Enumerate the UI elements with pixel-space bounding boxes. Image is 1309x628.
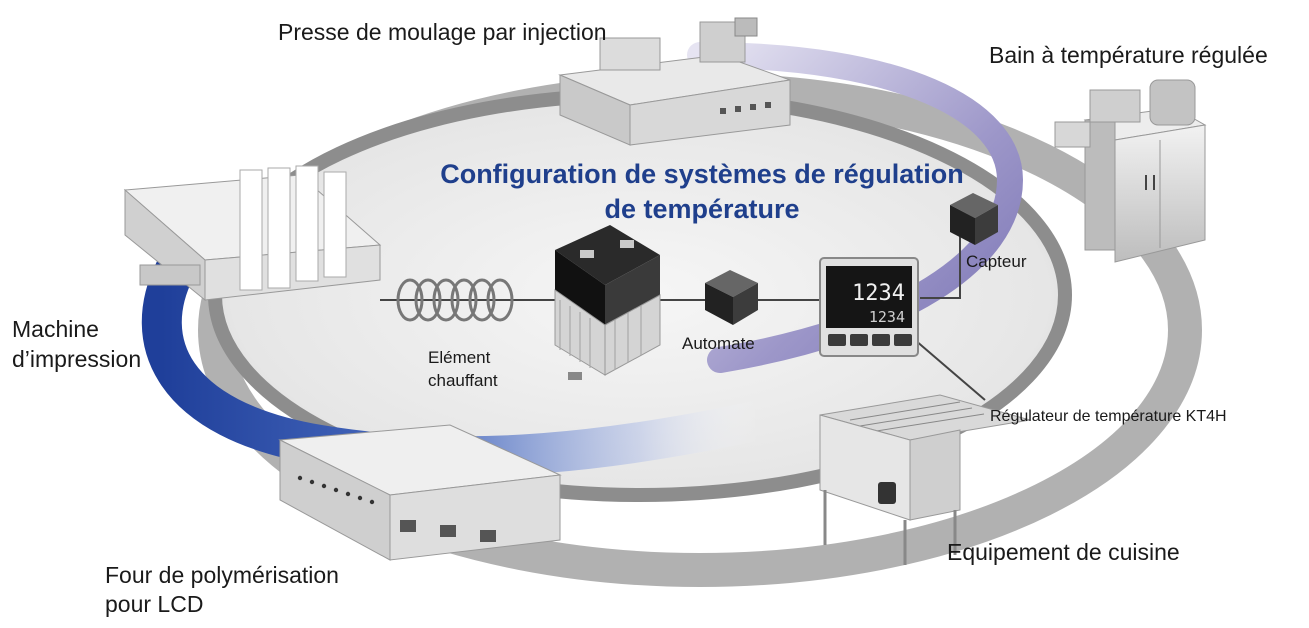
- label-heating-element-2: chauffant: [428, 371, 498, 390]
- diagram-title-line2: de température: [604, 194, 799, 224]
- display-bottom: 1234: [869, 308, 905, 326]
- label-kt4h-regulator: Régulateur de température KT4H: [990, 408, 1227, 425]
- kt4h-controller-icon: 1234 1234: [820, 258, 918, 356]
- label-sensor: Capteur: [966, 252, 1027, 271]
- printing-machine-icon: [125, 166, 380, 300]
- label-heating-element-1: Elément: [428, 348, 491, 367]
- label-printing-machine-1: Machine: [12, 316, 99, 342]
- label-lcd-oven-2: pour LCD: [105, 591, 203, 617]
- label-kitchen-equipment: Equipement de cuisine: [947, 539, 1180, 565]
- diagram-title-line1: Configuration de systèmes de régulation: [440, 159, 964, 189]
- label-printing-machine-2: d’impression: [12, 346, 141, 372]
- label-temperature-bath: Bain à température régulée: [989, 42, 1268, 68]
- label-lcd-oven-1: Four de polymérisation: [105, 562, 339, 588]
- label-plc: Automate: [682, 334, 755, 353]
- display-top: 1234: [852, 281, 905, 306]
- label-injection-press: Presse de moulage par injection: [278, 19, 607, 45]
